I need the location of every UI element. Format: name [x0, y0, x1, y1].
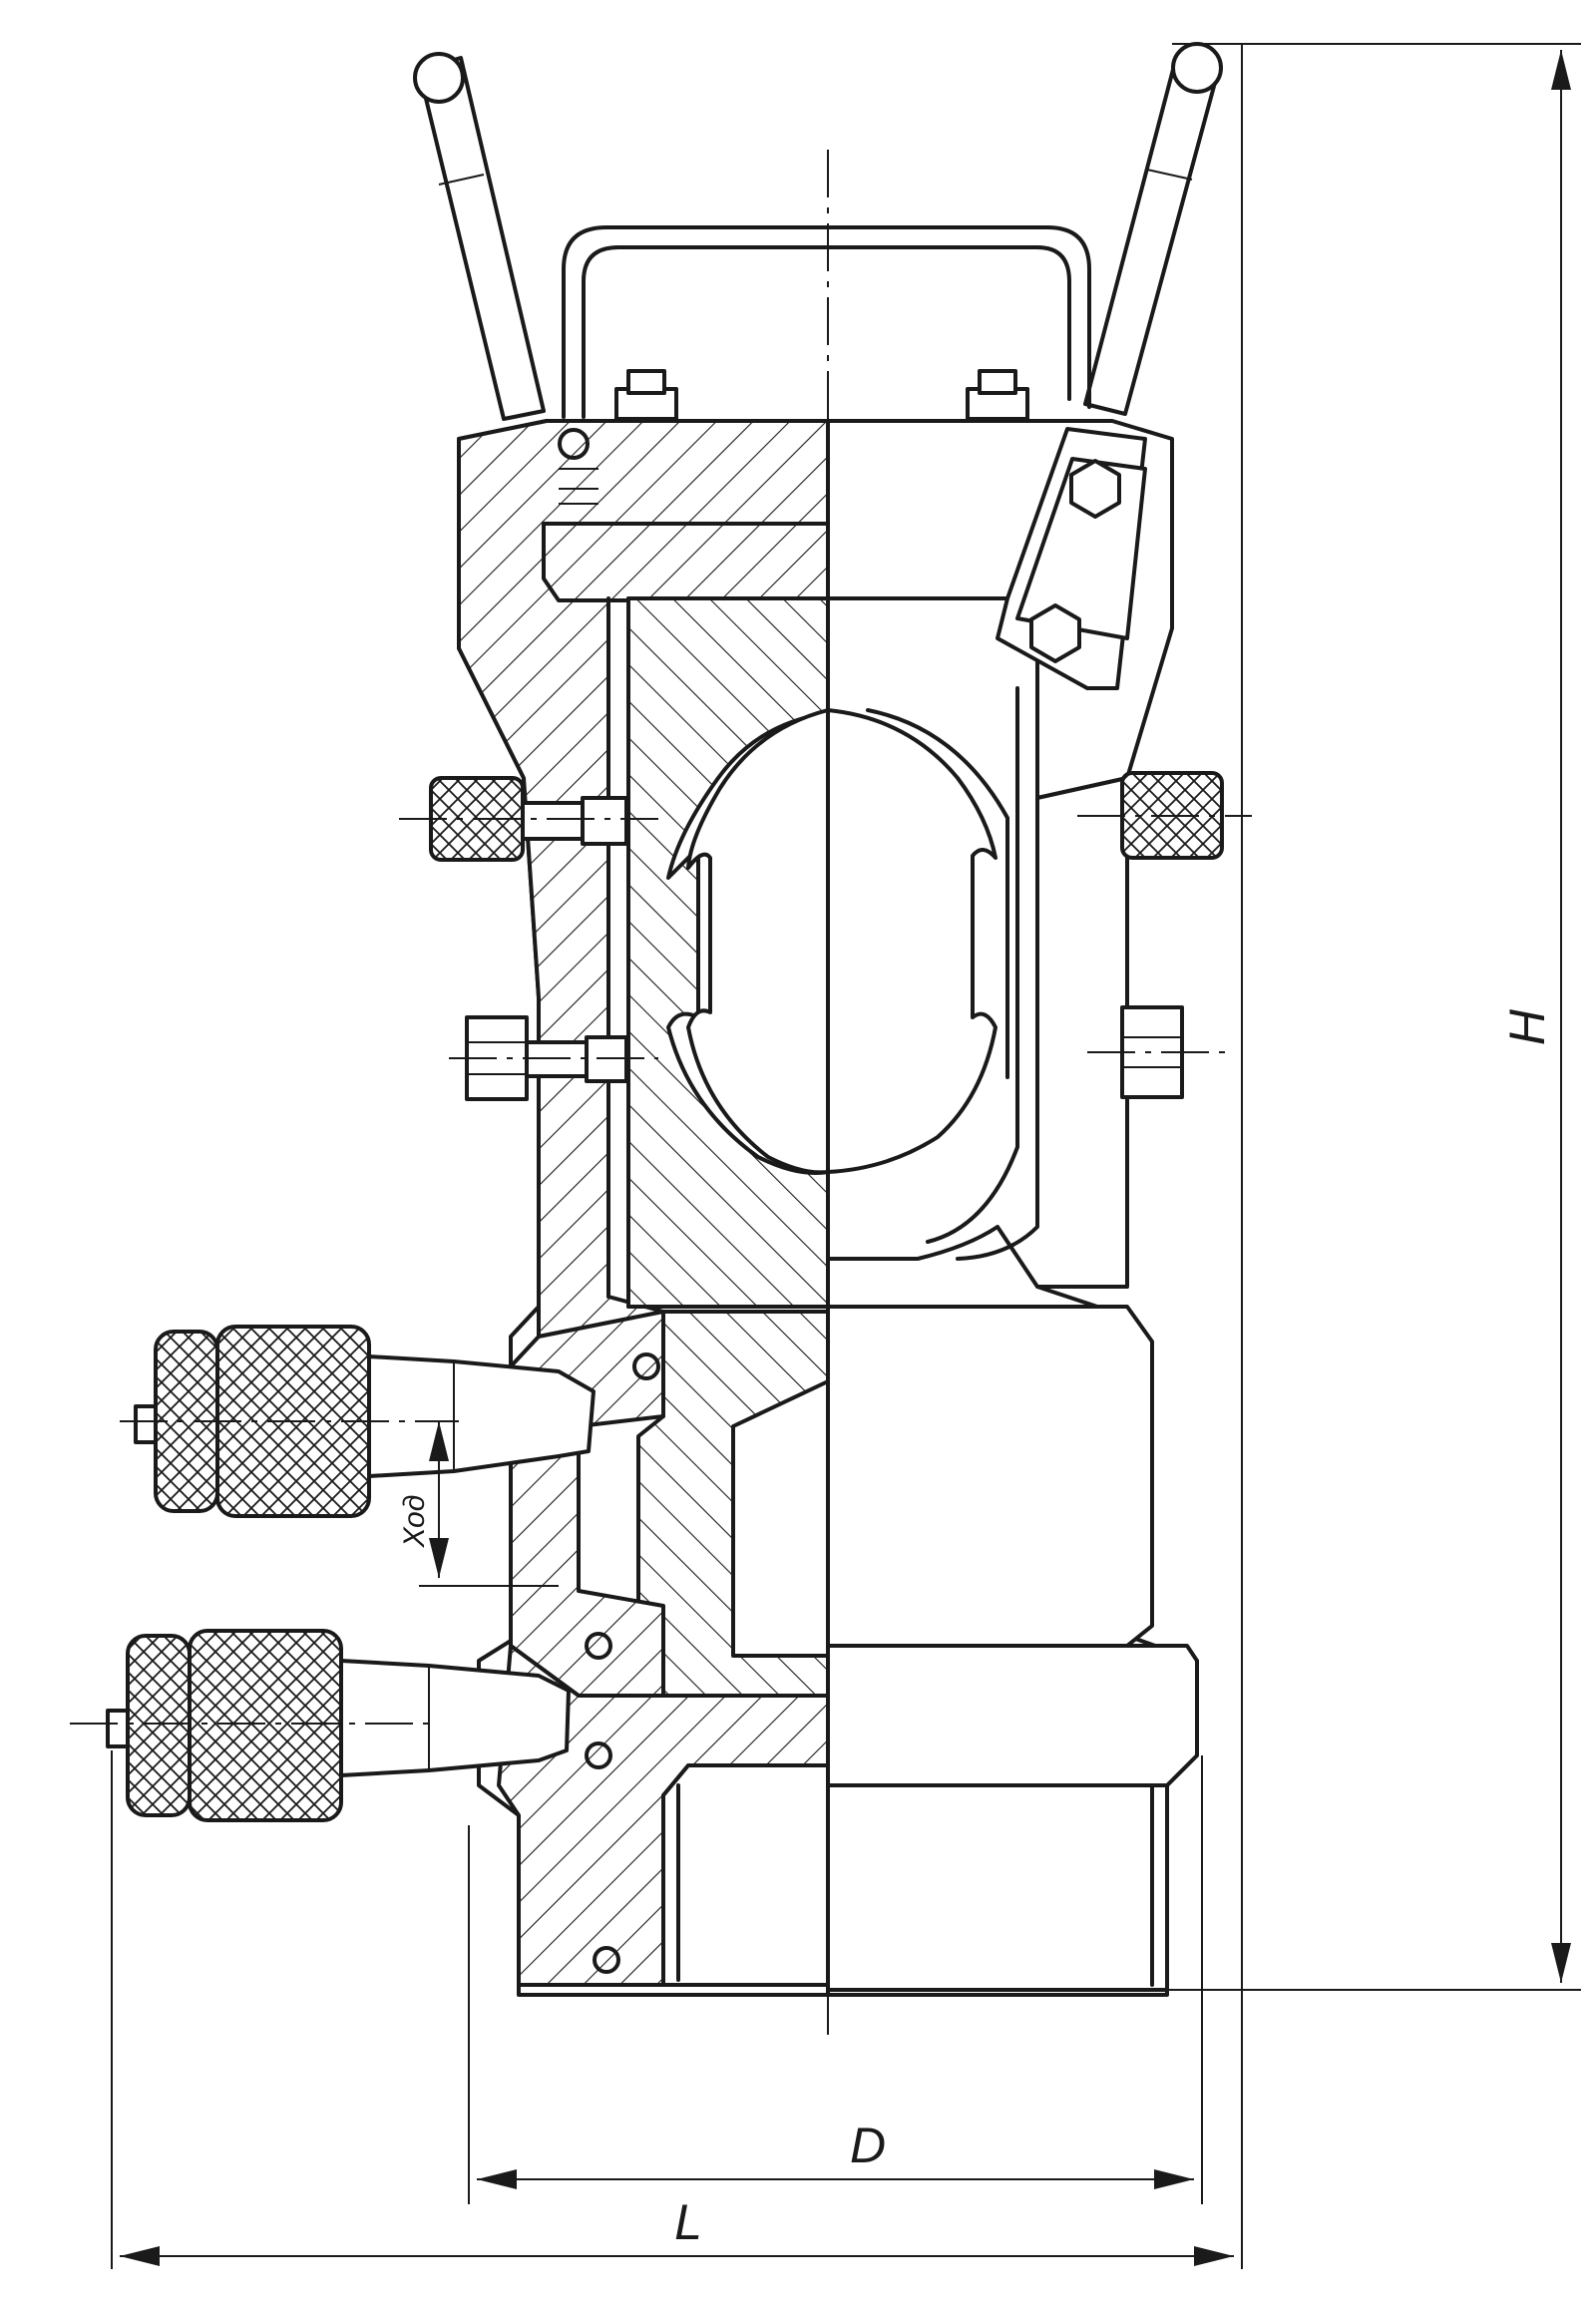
dimension-h-label: H: [1499, 1008, 1555, 1045]
bottom-base: [497, 1644, 830, 1987]
dimension-d-label: D: [850, 2118, 886, 2173]
dimension-l: L: [111, 44, 1243, 2269]
dimension-l-label: L: [674, 2194, 702, 2250]
right-handle: [1083, 42, 1223, 416]
die-cavity: [686, 708, 1009, 1175]
dimension-stroke: Ход: [398, 1421, 559, 1587]
left-handle: [413, 52, 546, 421]
center-lines: [70, 150, 1252, 2035]
dimension-d: D: [468, 1755, 1203, 2204]
cylinder-body: [826, 1305, 1199, 1992]
seal-symbols: [558, 428, 660, 1974]
carrying-bracket: [562, 225, 1091, 421]
dimension-h: H: [1167, 43, 1581, 1991]
dimension-stroke-label: Ход: [398, 1495, 431, 1549]
right-lever: [926, 427, 1147, 1261]
lower-coupling: [106, 1629, 571, 1822]
